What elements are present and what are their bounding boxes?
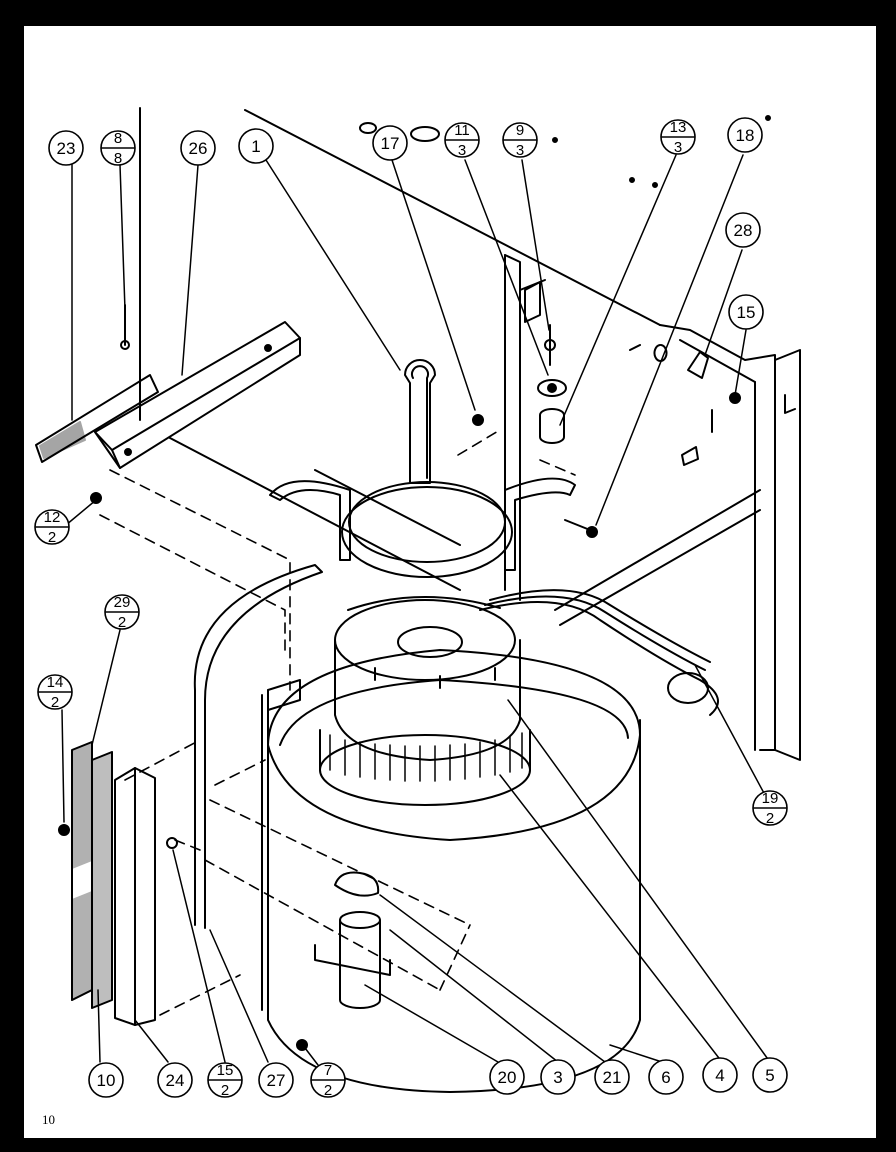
svg-text:20: 20 (498, 1068, 517, 1087)
callout-7-2: 72 (310, 1062, 346, 1099)
side-panels (58, 741, 178, 1026)
svg-text:3: 3 (553, 1068, 562, 1087)
wiring-harness (479, 589, 719, 716)
callout-6: 6 (648, 1059, 684, 1095)
svg-text:15: 15 (737, 303, 756, 322)
svg-text:13: 13 (670, 119, 687, 136)
blower-motor (334, 595, 521, 761)
cutoff-plate (193, 564, 323, 929)
svg-text:2: 2 (766, 810, 774, 827)
svg-text:9: 9 (516, 122, 524, 139)
svg-text:21: 21 (603, 1068, 622, 1087)
callout-21: 21 (594, 1059, 630, 1095)
svg-text:1: 1 (251, 137, 260, 156)
svg-text:23: 23 (57, 139, 76, 158)
svg-text:2: 2 (118, 614, 126, 631)
callout-15: 15 (728, 294, 764, 330)
callout-1: 1 (238, 128, 274, 164)
callouts: 23 88 26 1 17 113 93 133 18 28 15 122 29… (34, 117, 788, 1099)
svg-text:3: 3 (458, 142, 466, 159)
callout-18: 18 (727, 117, 763, 153)
blower-housing (261, 649, 641, 1093)
svg-text:5: 5 (765, 1066, 774, 1085)
svg-text:2: 2 (48, 529, 56, 546)
svg-text:2: 2 (51, 694, 59, 711)
callout-15-2: 152 (207, 1062, 243, 1099)
svg-text:26: 26 (189, 139, 208, 158)
page-number: 10 (42, 1112, 55, 1127)
svg-text:7: 7 (324, 1062, 332, 1079)
svg-text:17: 17 (381, 134, 400, 153)
svg-text:27: 27 (267, 1071, 286, 1090)
svg-text:3: 3 (516, 142, 524, 159)
svg-text:18: 18 (736, 126, 755, 145)
mounting-ring (269, 359, 576, 578)
cabinet-frame (169, 109, 801, 761)
svg-text:29: 29 (114, 594, 131, 611)
callout-10: 10 (88, 1062, 124, 1098)
diagram-sheet (24, 26, 876, 1138)
mounting-bracket (94, 321, 301, 469)
callout-23: 23 (48, 130, 84, 166)
svg-text:3: 3 (674, 139, 682, 156)
blower-wheel (319, 729, 531, 806)
callout-8-8: 88 (100, 130, 136, 167)
callout-14-2: 142 (37, 674, 73, 711)
svg-text:10: 10 (97, 1071, 116, 1090)
callout-19-2: 192 (752, 790, 788, 827)
callout-17: 17 (372, 125, 408, 161)
svg-text:12: 12 (44, 509, 61, 526)
svg-text:19: 19 (762, 790, 779, 807)
callout-29-2: 292 (104, 594, 140, 631)
svg-text:6: 6 (661, 1068, 670, 1087)
callout-5: 5 (752, 1057, 788, 1093)
hardware (90, 115, 771, 538)
assembly-dashes (99, 429, 576, 1016)
callout-26: 26 (180, 130, 216, 166)
callout-3: 3 (540, 1059, 576, 1095)
svg-text:28: 28 (734, 221, 753, 240)
leader-lines (61, 154, 771, 1066)
svg-text:15: 15 (217, 1062, 234, 1079)
svg-text:2: 2 (324, 1082, 332, 1099)
svg-text:14: 14 (47, 674, 64, 691)
svg-text:11: 11 (454, 122, 470, 139)
callout-12-2: 122 (34, 509, 70, 546)
callout-20: 20 (489, 1059, 525, 1095)
svg-text:4: 4 (715, 1066, 724, 1085)
svg-text:8: 8 (114, 150, 122, 167)
svg-text:2: 2 (221, 1082, 229, 1099)
callout-11-3: 113 (444, 122, 480, 159)
callout-9-3: 93 (502, 122, 538, 159)
callout-27: 27 (258, 1062, 294, 1098)
svg-text:8: 8 (114, 130, 122, 147)
callout-13-3: 133 (660, 119, 696, 156)
callout-28: 28 (725, 212, 761, 248)
callout-24: 24 (157, 1062, 193, 1098)
callout-4: 4 (702, 1057, 738, 1093)
svg-text:24: 24 (166, 1071, 185, 1090)
capacitor-assembly (296, 871, 391, 1051)
gasket-strip (35, 107, 159, 463)
